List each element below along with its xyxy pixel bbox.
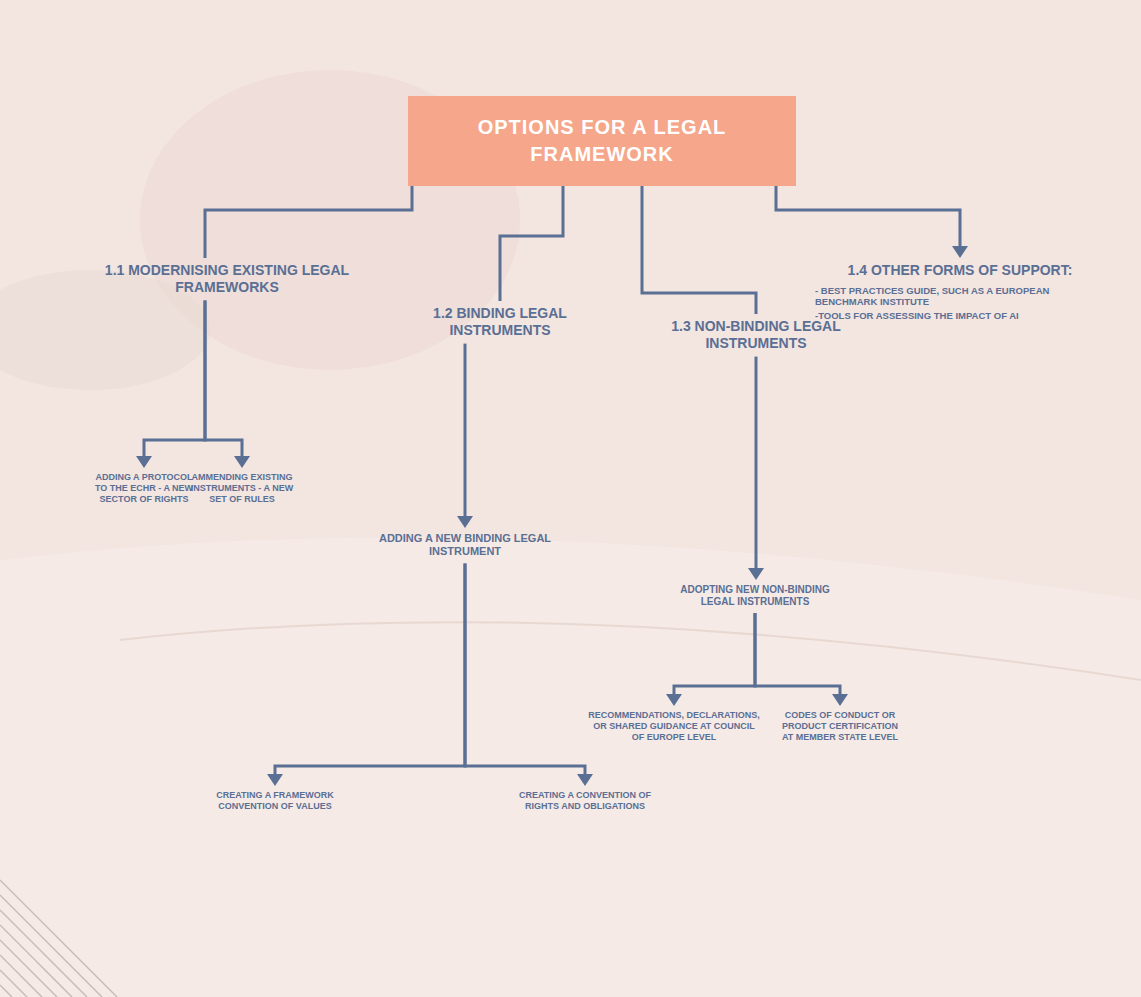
connector-line — [144, 301, 205, 458]
corner-hatch — [0, 880, 117, 997]
option-text: RECOMMENDATIONS, DECLARATIONS, OR SHARED… — [588, 710, 760, 742]
connector-line — [755, 357, 758, 570]
option-text: CODES OF CONDUCT OR PRODUCT CERTIFICATIO… — [778, 710, 902, 742]
connector-line — [674, 613, 755, 696]
sub-heading: ADDING A NEW BINDING LEGAL INSTRUMENT — [365, 532, 565, 558]
node-heading: OPTIONS FOR A LEGAL FRAMEWORK — [424, 114, 780, 168]
node-heading: 1.2 BINDING LEGAL INSTRUMENTS — [410, 305, 590, 339]
connector-line — [465, 563, 585, 776]
sub-heading: ADOPTING NEW NON-BINDING LEGAL INSTRUMEN… — [665, 584, 845, 608]
connector — [205, 301, 250, 468]
node-heading: AMMENDING EXISTING INSTRUMENTS - A NEW S… — [188, 472, 296, 504]
connector — [457, 344, 473, 528]
section-heading: 1.1 MODERNISING EXISTING LEGAL FRAMEWORK… — [92, 262, 362, 296]
arrow-head — [666, 694, 682, 706]
connector — [136, 301, 205, 468]
section-heading: 1.2 BINDING LEGAL INSTRUMENTS — [410, 305, 590, 339]
node-body: -TOOLS FOR ASSESSING THE IMPACT OF AI — [815, 310, 1105, 321]
node-heading: 1.3 NON-BINDING LEGAL INSTRUMENTS — [656, 318, 856, 352]
connector-line — [755, 613, 840, 696]
connector — [465, 563, 593, 786]
connector — [500, 186, 563, 301]
arrow-head — [457, 516, 473, 528]
section-heading: 1.3 NON-BINDING LEGAL INSTRUMENTS — [656, 318, 856, 352]
node-body: - BEST PRACTICES GUIDE, SUCH AS A EUROPE… — [815, 285, 1105, 308]
book-page-line — [120, 622, 1141, 680]
node-heading: ADDING A PROTOCOL TO THE ECHR - A NEW SE… — [90, 472, 198, 504]
node-heading: CREATING A CONVENTION OF RIGHTS AND OBLI… — [518, 790, 652, 812]
node-heading: RECOMMENDATIONS, DECLARATIONS, OR SHARED… — [588, 710, 760, 742]
node-heading: ADOPTING NEW NON-BINDING LEGAL INSTRUMEN… — [665, 584, 845, 608]
option-text: ADDING A PROTOCOL TO THE ECHR - A NEW SE… — [90, 472, 198, 504]
node-heading: ADDING A NEW BINDING LEGAL INSTRUMENT — [365, 532, 565, 558]
arrow-head — [748, 568, 764, 580]
connector-line — [776, 186, 960, 248]
connector-line — [275, 563, 465, 776]
connector-line — [642, 186, 756, 314]
book-page-shade — [0, 538, 1141, 997]
connector — [666, 613, 755, 706]
arrow-head — [136, 456, 152, 468]
node-heading: CODES OF CONDUCT OR PRODUCT CERTIFICATIO… — [778, 710, 902, 742]
connector — [776, 186, 968, 258]
arrow-head — [234, 456, 250, 468]
connector-line — [500, 186, 563, 301]
arrow-head — [267, 774, 283, 786]
option-text: AMMENDING EXISTING INSTRUMENTS - A NEW S… — [188, 472, 296, 504]
node-heading: 1.1 MODERNISING EXISTING LEGAL FRAMEWORK… — [92, 262, 362, 296]
connector — [642, 186, 756, 314]
section-heading: 1.4 OTHER FORMS OF SUPPORT: - BEST PRACTI… — [815, 262, 1105, 321]
title-box: OPTIONS FOR A LEGAL FRAMEWORK — [408, 96, 796, 186]
connector — [267, 563, 465, 786]
connector — [205, 186, 412, 258]
connector-line — [205, 301, 242, 458]
node-heading: 1.4 OTHER FORMS OF SUPPORT: — [815, 262, 1105, 279]
arrow-head — [577, 774, 593, 786]
arrow-head — [832, 694, 848, 706]
option-text: CREATING A FRAMEWORK CONVENTION OF VALUE… — [208, 790, 342, 812]
connector — [748, 357, 764, 580]
connector — [755, 613, 848, 706]
option-text: CREATING A CONVENTION OF RIGHTS AND OBLI… — [518, 790, 652, 812]
node-heading: CREATING A FRAMEWORK CONVENTION OF VALUE… — [208, 790, 342, 812]
connector-line — [464, 344, 467, 518]
arrow-head — [952, 246, 968, 258]
connector-line — [205, 186, 412, 258]
